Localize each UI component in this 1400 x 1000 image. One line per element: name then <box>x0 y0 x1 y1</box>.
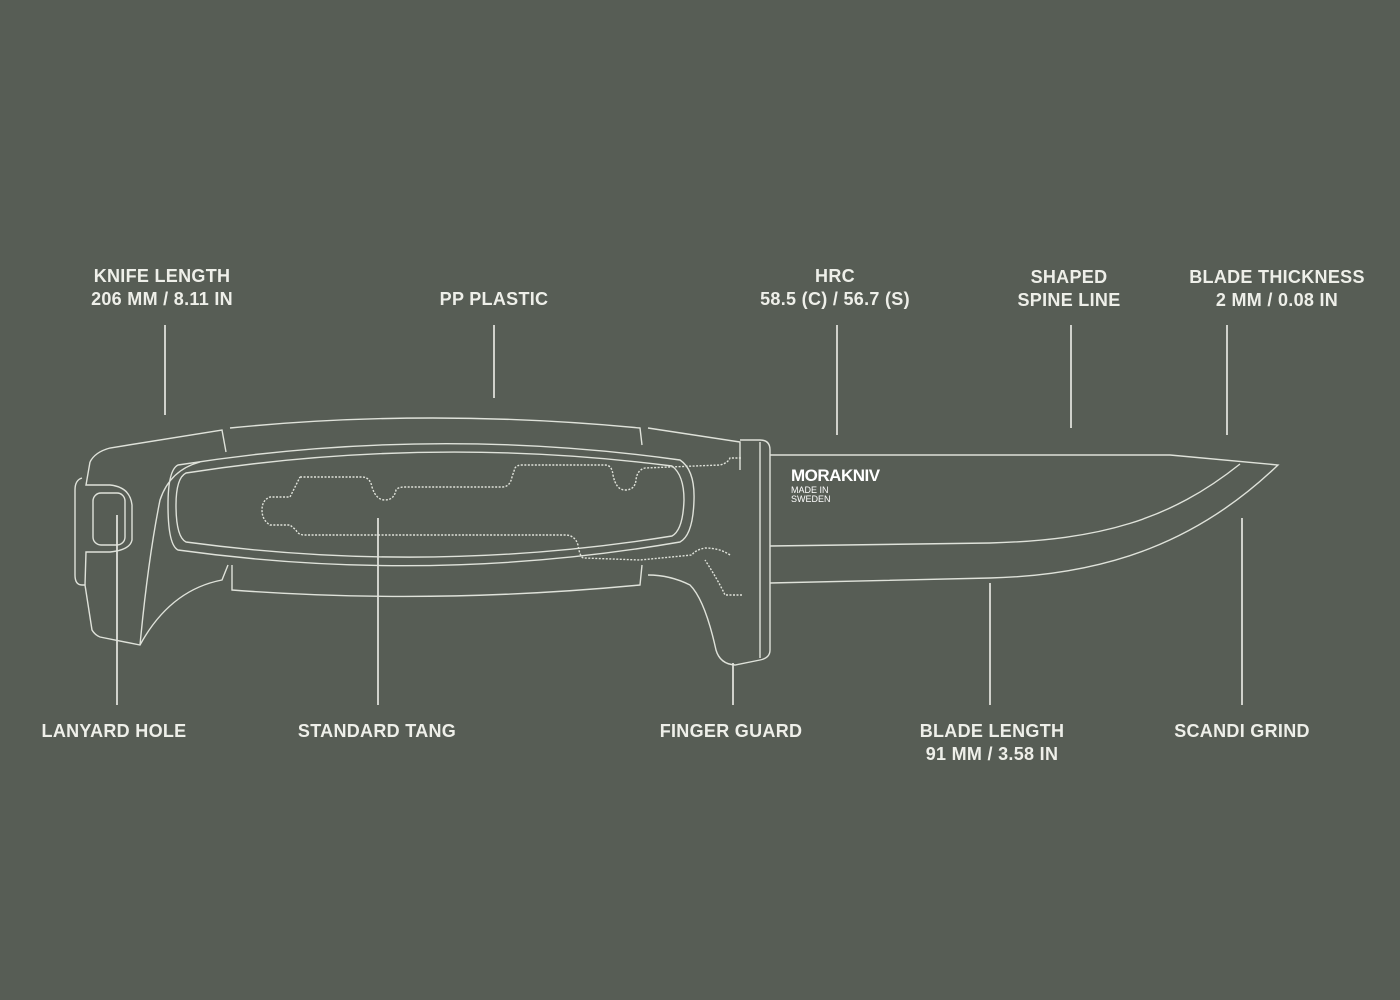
label-standard-tang: STANDARD TANG <box>298 720 456 743</box>
label-title: LANYARD HOLE <box>41 721 187 741</box>
blade-outline <box>769 454 1280 584</box>
brand-name: MORAKNIV <box>791 466 880 485</box>
label-title: STANDARD TANG <box>297 721 457 741</box>
label-title: BLADE LENGTH <box>919 721 1065 741</box>
label-title: HRC <box>815 266 855 286</box>
leader-lines <box>116 325 1243 705</box>
label-value: 91 MM / 3.58 IN <box>925 744 1059 764</box>
handle-outline <box>74 417 695 646</box>
label-value: 2 MM / 0.08 IN <box>1215 290 1339 310</box>
brand-logo: MORAKNIV MADE IN SWEDEN <box>791 466 880 504</box>
label-title: SCANDI GRIND <box>1174 721 1310 741</box>
label-value: 58.5 (C) / 56.7 (S) <box>760 289 910 309</box>
label-value: SPINE LINE <box>1017 290 1121 310</box>
label-pp-plastic: PP PLASTIC <box>440 288 549 311</box>
label-title: PP PLASTIC <box>439 289 549 309</box>
label-value: 206 MM / 8.11 IN <box>91 289 233 309</box>
lanyard-hole <box>92 492 126 546</box>
label-knife-length: KNIFE LENGTH 206 MM / 8.11 IN <box>91 265 233 311</box>
label-scandi-grind: SCANDI GRIND <box>1174 720 1310 743</box>
tang-outline <box>261 457 742 596</box>
label-title: FINGER GUARD <box>659 721 803 741</box>
label-blade-thickness: BLADE THICKNESS 2 MM / 0.08 IN <box>1189 266 1365 312</box>
label-blade-length: BLADE LENGTH 91 MM / 3.58 IN <box>920 720 1065 766</box>
label-hrc: HRC 58.5 (C) / 56.7 (S) <box>760 265 910 311</box>
finger-guard-outline <box>647 427 771 666</box>
label-lanyard-hole: LANYARD HOLE <box>42 720 187 743</box>
label-title: KNIFE LENGTH <box>93 266 231 286</box>
label-title: SHAPED <box>1030 267 1108 287</box>
label-shaped-spine: SHAPED SPINE LINE <box>1017 266 1120 312</box>
label-finger-guard: FINGER GUARD <box>660 720 803 743</box>
brand-origin-line1: MADE IN <box>791 485 829 495</box>
label-title: BLADE THICKNESS <box>1189 267 1365 287</box>
brand-origin-line2: SWEDEN <box>791 494 831 504</box>
